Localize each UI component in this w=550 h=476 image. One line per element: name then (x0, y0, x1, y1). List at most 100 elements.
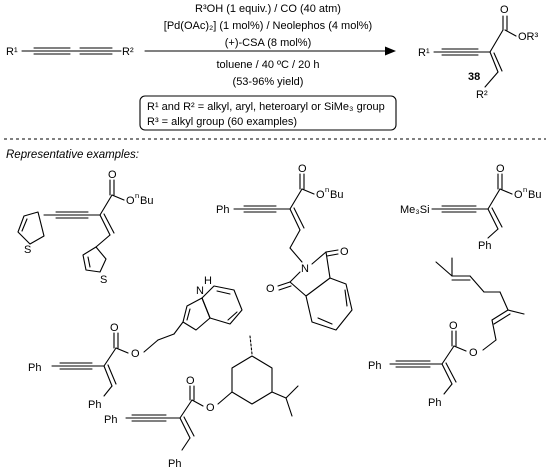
example-indole-ester: H N O O Ph Ph (28, 275, 243, 411)
ex6-o-carbonyl: O (449, 320, 458, 332)
arrow-head (385, 46, 396, 56)
alkene-bond (293, 207, 305, 229)
condition-yield: (53-96% yield) (233, 76, 304, 88)
benzene-ring (305, 277, 353, 331)
condition-csa: (+)-CSA (8 mol%) (225, 37, 312, 49)
ring-double-bond (227, 311, 238, 321)
alkene-bond (441, 363, 453, 385)
ex2-n-label: n (325, 185, 329, 194)
alkene-bond (445, 362, 457, 383)
bond (441, 345, 455, 365)
alkene-bond (493, 52, 503, 72)
compound-number: 38 (468, 71, 480, 83)
condition-r3oh: R³OH (1 equiv.) / CO (40 atm) (195, 3, 341, 15)
bond (111, 194, 125, 201)
bond (289, 271, 301, 283)
bond (311, 251, 327, 265)
thiophene-ring (17, 211, 45, 245)
bond (285, 397, 293, 417)
bond (191, 399, 204, 407)
bond (499, 188, 513, 195)
condition-solvent: toluene / 40 ºC / 20 h (216, 59, 319, 71)
ex1-n-label: n (135, 191, 139, 200)
alkene-bond (103, 213, 115, 234)
bond (499, 291, 509, 311)
ex5-ph1: Ph (104, 414, 117, 426)
ex1-bu-label: Bu (140, 195, 153, 207)
bond (504, 29, 517, 37)
scope-line-2: R³ = alkyl group (60 examples) (147, 116, 297, 128)
alkene-bond (103, 365, 113, 387)
example-terpenyl-ester: O O Ph Ph (368, 257, 525, 409)
bond (103, 385, 113, 397)
ex6-ph1: Ph (368, 360, 381, 372)
bond (491, 319, 497, 341)
ex4-o-ester: O (131, 348, 140, 360)
bond (487, 228, 499, 239)
bond (443, 383, 453, 395)
product-or3-label: OR³ (518, 31, 539, 43)
bond (325, 251, 331, 279)
ex4-n: N (196, 285, 204, 297)
bond (157, 333, 175, 341)
ex2-n-atom: N (301, 263, 309, 275)
indole-benzene-ring (201, 285, 243, 325)
reaction-arrow (144, 46, 396, 56)
ex2-o-imide1: O (340, 246, 349, 258)
ex1-s2: S (100, 274, 107, 286)
bond (435, 261, 453, 277)
alkene-bond (107, 364, 117, 385)
bond (181, 437, 191, 451)
ring-double-bond (186, 308, 191, 321)
ex4-o-carbonyl: O (110, 322, 119, 334)
bond (143, 339, 159, 353)
ex3-o-ester: O (514, 189, 523, 201)
carbonyl-bond (278, 285, 292, 291)
product-r1-label: R¹ (418, 47, 430, 59)
ex2-o-ester: O (316, 189, 325, 201)
examples-header: Representative examples: (6, 149, 139, 161)
alkene-bond (491, 207, 503, 228)
bond (489, 29, 504, 53)
thiophene-ring (82, 246, 107, 273)
product-r2-label: R² (476, 89, 488, 101)
pyrrole-ring (182, 297, 211, 331)
example-tms-ester: Me₃Si O O n Bu Ph (400, 163, 541, 252)
example-menthyl-ester: O O Ph Ph (104, 335, 299, 470)
ex3-tms: Me₃Si (400, 204, 430, 216)
scope-box (139, 95, 397, 131)
ex5-ph2: Ph (168, 458, 181, 470)
bond (507, 309, 525, 315)
bond (469, 275, 485, 293)
bond (453, 345, 467, 352)
cyclohexane-ring (231, 355, 273, 405)
scope-line-1: R¹ and R² = alkyl, aryl, heteroaryl or S… (147, 101, 385, 113)
alkene-bond (493, 313, 511, 325)
bond (217, 391, 233, 405)
methyl-dash-bond (249, 335, 253, 355)
ring-double-bond (317, 317, 333, 325)
bond (103, 347, 117, 367)
alkene-bond (183, 416, 195, 437)
ex3-n-label: n (523, 185, 527, 194)
reaction-conditions: R³OH (1 equiv.) / CO (40 atm) [Pd(OAc)₂]… (139, 3, 397, 131)
starting-material-diyne: R¹ R² (6, 46, 134, 58)
product-enyne-ester: R¹ O OR³ R² 38 (418, 4, 539, 101)
carbonyl-bond (277, 281, 291, 287)
carbonyl-bond (326, 253, 339, 257)
ring-double-bond (344, 289, 348, 307)
ex2-o-carbonyl: O (298, 163, 307, 175)
bond (285, 385, 299, 399)
bond (179, 399, 193, 419)
bond (487, 188, 501, 210)
bond (289, 188, 303, 210)
condition-catalyst: [Pd(OAc)₂] (1 mol%) / Neolephos (4 mol%) (164, 20, 372, 32)
alkene-bond (179, 417, 191, 439)
bond (482, 339, 497, 351)
product-carbonyl-o: O (500, 4, 509, 16)
bond (115, 347, 129, 354)
bond (173, 321, 184, 335)
ex4-ph2: Ph (88, 399, 101, 411)
sm-r2-label: R² (122, 46, 134, 58)
